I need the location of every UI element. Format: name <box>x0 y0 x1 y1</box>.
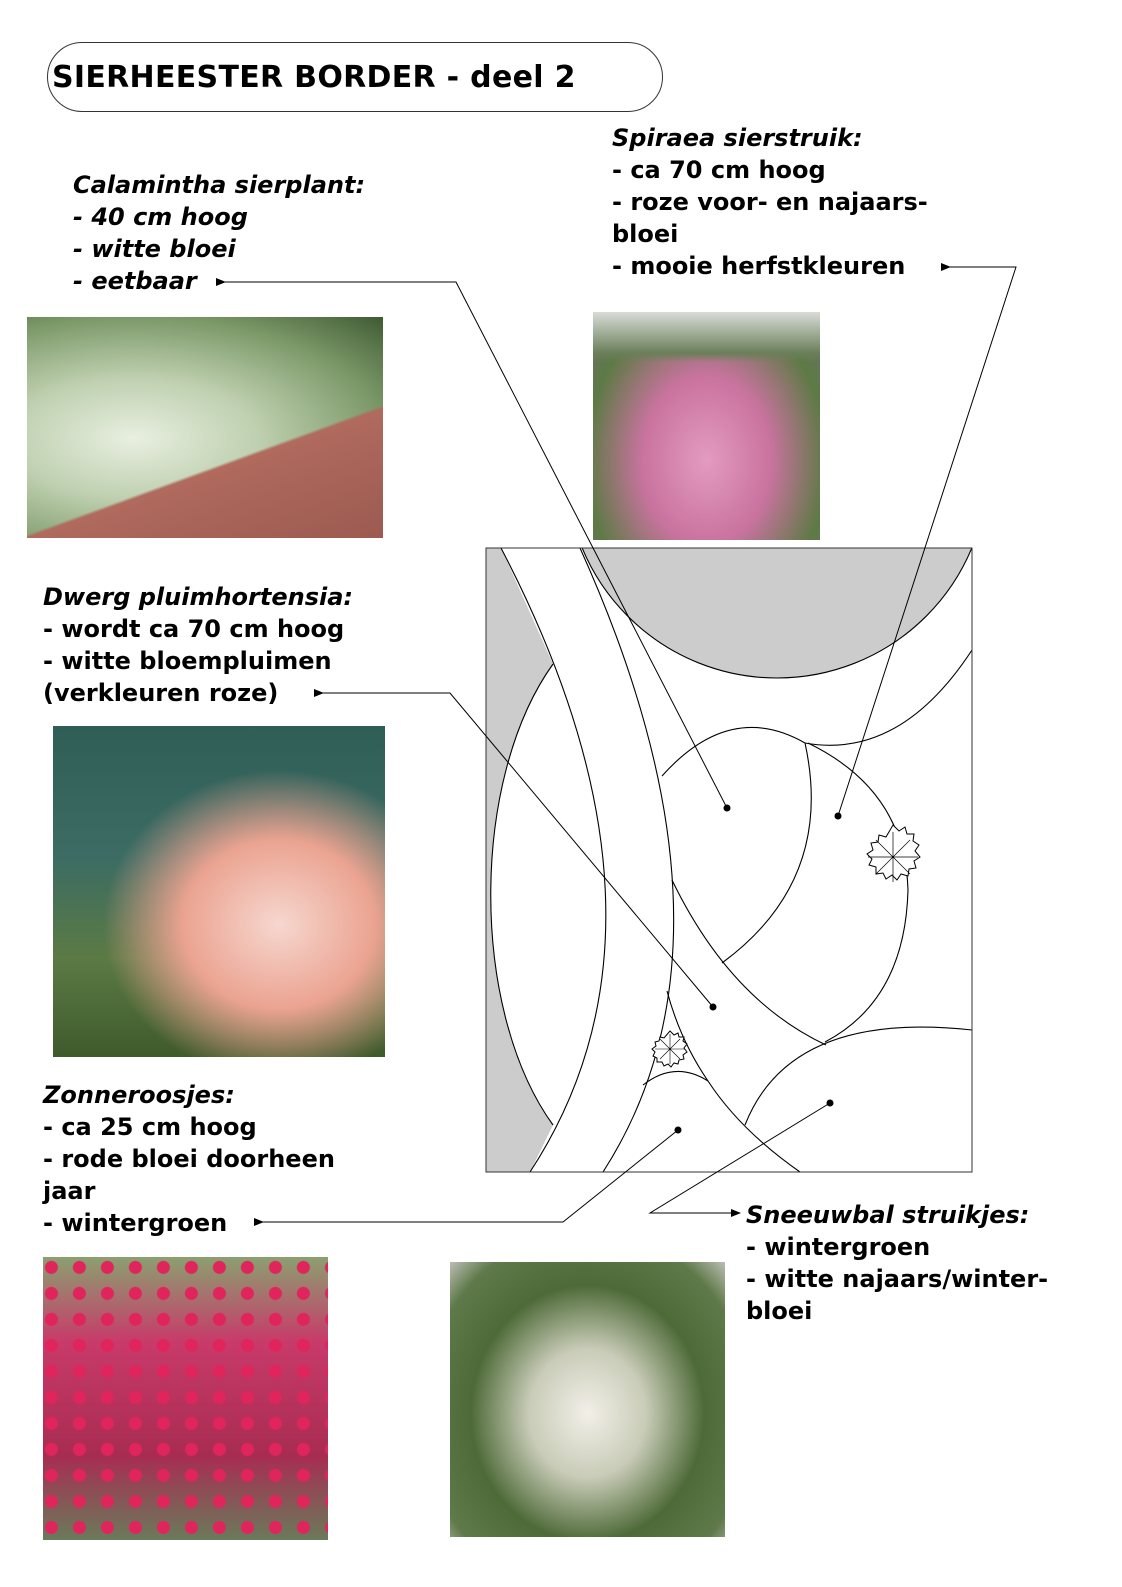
zonneroosjes-text: Zonneroosjes: - ca 25 cm hoog - rode blo… <box>43 1079 335 1239</box>
sneeuwbal-line: bloei <box>746 1297 813 1325</box>
spiraea-text: Spiraea sierstruik: - ca 70 cm hoog - ro… <box>612 122 928 282</box>
zonneroosjes-line: jaar <box>43 1177 96 1205</box>
hortensia-line: - witte bloempluimen <box>43 647 332 675</box>
hortensia-text: Dwerg pluimhortensia: - wordt ca 70 cm h… <box>43 581 353 709</box>
title-box: SIERHEESTER BORDER - deel 2 <box>47 42 663 112</box>
bed-planted-area <box>490 548 972 1172</box>
sneeuwbal-line: - wintergroen <box>746 1233 931 1261</box>
zonneroosjes-line: - wintergroen <box>43 1209 228 1237</box>
left-ellipse-arc <box>490 663 554 1126</box>
connector-spiraea <box>837 263 1017 817</box>
spiraea-line: - ca 70 cm hoog <box>612 156 826 184</box>
calamintha-heading: Calamintha sierplant: <box>73 171 366 199</box>
calamintha-line: - witte bloei <box>73 235 236 263</box>
zonneroosjes-photo <box>43 1257 328 1540</box>
hortensia-photo <box>53 726 385 1057</box>
plant-area-arc <box>642 1070 801 1172</box>
tree-icon <box>866 824 921 882</box>
hortensia-line: - wordt ca 70 cm hoog <box>43 615 345 643</box>
plant-area-arc <box>661 726 812 964</box>
connector-calamintha <box>216 278 728 809</box>
connector-zonneroosjes <box>254 1129 679 1226</box>
sneeuwbal-line: - witte najaars/winter- <box>746 1265 1049 1293</box>
calamintha-line: - eetbaar <box>73 267 197 295</box>
zonneroosjes-line: - ca 25 cm hoog <box>43 1113 257 1141</box>
zonneroosjes-heading: Zonneroosjes: <box>43 1081 235 1109</box>
bed-outline <box>485 547 973 1173</box>
hortensia-line: (verkleuren roze) <box>43 679 279 707</box>
path-edge <box>500 548 607 1172</box>
path-edge <box>579 548 675 1172</box>
spiraea-line: - roze voor- en najaars- <box>612 188 928 216</box>
connector-hortensia <box>314 689 714 1008</box>
calamintha-photo <box>27 317 383 538</box>
spiraea-heading: Spiraea sierstruik: <box>612 124 863 152</box>
sneeuwbal-text: Sneeuwbal struikjes: - wintergroen - wit… <box>746 1199 1048 1327</box>
sneeuwbal-heading: Sneeuwbal struikjes: <box>746 1201 1030 1229</box>
spiraea-line: bloei <box>612 220 679 248</box>
tree-icon <box>651 1030 688 1068</box>
plant-area-arc <box>807 742 909 1043</box>
plant-area-arc <box>671 879 827 1046</box>
spiraea-photo <box>593 312 820 540</box>
calamintha-text: Calamintha sierplant: - 40 cm hoog - wit… <box>73 169 365 297</box>
zonneroosjes-line: - rode bloei doorheen <box>43 1145 335 1173</box>
sneeuwbal-photo <box>450 1262 725 1537</box>
plant-area-arc <box>804 649 972 746</box>
connector-sneeuwbal <box>648 1102 831 1217</box>
spiraea-line: - mooie herfstkleuren <box>612 252 906 280</box>
plant-area-arc <box>744 1026 972 1126</box>
calamintha-line: - 40 cm hoog <box>73 203 248 231</box>
grey-circle-area <box>581 548 972 679</box>
page-title: SIERHEESTER BORDER - deel 2 <box>52 60 576 95</box>
hortensia-heading: Dwerg pluimhortensia: <box>43 583 354 611</box>
